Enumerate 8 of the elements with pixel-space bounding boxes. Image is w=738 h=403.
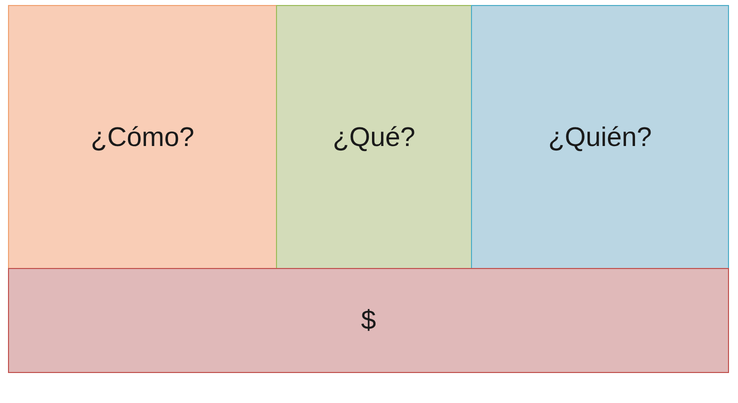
block-label: $ (360, 305, 376, 336)
block-label: ¿Quién? (548, 122, 652, 152)
block-box (8, 268, 729, 373)
block-label: ¿Cómo? (90, 122, 194, 152)
block-label: ¿Qué? (332, 122, 416, 152)
block-box (8, 5, 277, 269)
block-box (471, 5, 729, 269)
block-box (276, 5, 472, 269)
